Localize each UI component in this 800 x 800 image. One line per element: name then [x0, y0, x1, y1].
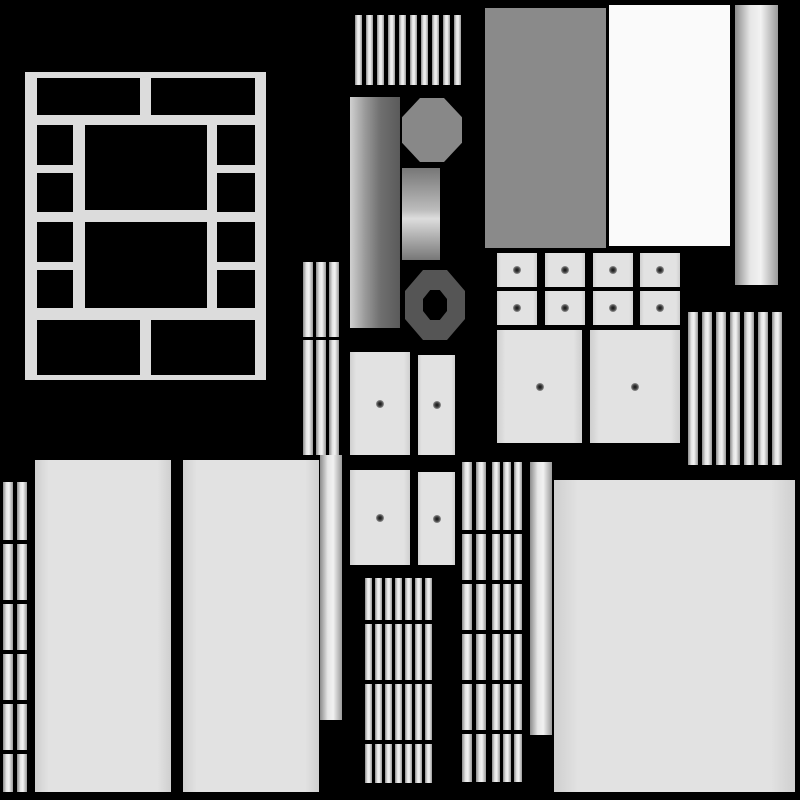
- trim-strip-texture: [410, 15, 417, 85]
- door-panel-texture: [350, 470, 410, 565]
- door-panel-texture: [350, 352, 410, 455]
- wall-panel-texture: [554, 480, 795, 792]
- bracket-texture: [545, 253, 585, 287]
- cylinder-texture: [402, 168, 440, 260]
- trim-strip-texture: [454, 15, 461, 85]
- trim-strip-texture: [735, 5, 778, 285]
- white-panel-texture: [609, 5, 730, 246]
- window-pane: [151, 78, 255, 115]
- trim-strip-texture: [462, 462, 472, 782]
- window-pane: [37, 222, 73, 262]
- trim-strip-texture: [377, 15, 384, 85]
- trim-strip-texture: [366, 15, 373, 85]
- strip-gap: [365, 740, 435, 744]
- trim-strip-texture: [716, 312, 726, 465]
- trim-strip-texture: [702, 312, 712, 465]
- window-pane: [37, 78, 140, 115]
- trim-strip-texture: [388, 15, 395, 85]
- window-pane: [217, 222, 255, 262]
- screw-hole: [432, 401, 441, 409]
- trim-strip-texture: [772, 312, 782, 465]
- bracket-texture: [545, 291, 585, 325]
- strip-gap: [462, 630, 525, 634]
- strip-gap: [3, 600, 30, 604]
- screw-hole: [432, 514, 441, 523]
- strip-gap: [462, 680, 525, 684]
- screw-hole: [561, 266, 569, 274]
- trim-strip-texture: [329, 340, 339, 455]
- strip-gap: [3, 750, 30, 754]
- strip-gap: [462, 530, 525, 534]
- trim-strip-texture: [399, 15, 406, 85]
- window-pane: [37, 270, 73, 308]
- bracket-texture: [593, 291, 633, 325]
- screw-hole: [609, 304, 617, 312]
- trim-strip-texture: [758, 312, 768, 465]
- bracket-texture: [593, 253, 633, 287]
- window-pane: [37, 320, 140, 375]
- door-panel-texture: [590, 330, 680, 443]
- bracket-texture: [497, 291, 537, 325]
- strip-gap: [3, 540, 30, 544]
- trim-strip-texture: [503, 462, 511, 782]
- trim-strip-texture: [730, 312, 740, 465]
- trim-strip-texture: [688, 312, 698, 465]
- trim-strip-texture: [3, 482, 13, 792]
- strip-gap: [3, 650, 30, 654]
- window-pane: [85, 125, 207, 210]
- trim-strip-texture: [303, 340, 313, 455]
- window-pane: [85, 222, 207, 308]
- screw-hole: [631, 382, 639, 391]
- window-pane: [217, 270, 255, 308]
- screw-hole: [609, 266, 617, 274]
- bracket-texture: [640, 253, 680, 287]
- screw-hole: [561, 304, 569, 312]
- screw-hole: [513, 304, 521, 312]
- octagon-hole: [423, 290, 447, 320]
- trim-strip-texture: [514, 462, 522, 782]
- door-panel-texture: [418, 355, 455, 455]
- door-panel-texture: [418, 472, 455, 565]
- trim-strip-texture: [355, 15, 362, 85]
- strip-gap: [365, 620, 435, 624]
- window-pane: [37, 173, 73, 212]
- bracket-texture: [497, 253, 537, 287]
- trim-strip-texture: [492, 462, 500, 782]
- trim-strip-texture: [443, 15, 450, 85]
- window-pane: [37, 125, 73, 165]
- wall-panel-texture: [35, 460, 171, 792]
- trim-strip-texture: [329, 262, 339, 337]
- window-pane: [151, 320, 255, 375]
- trim-strip-texture: [530, 462, 552, 735]
- trim-strip-texture: [303, 262, 313, 337]
- window-pane: [217, 173, 255, 212]
- trim-strip-texture: [432, 15, 439, 85]
- gray-panel-texture: [485, 8, 606, 248]
- cylinder-texture: [350, 97, 400, 328]
- strip-gap: [365, 680, 435, 684]
- trim-strip-texture: [316, 340, 326, 455]
- window-frame-texture: [25, 72, 266, 380]
- window-pane: [217, 125, 255, 165]
- trim-strip-texture: [421, 15, 428, 85]
- screw-hole: [656, 266, 664, 274]
- screw-hole: [376, 399, 384, 408]
- door-panel-texture: [497, 330, 582, 443]
- strip-gap: [462, 580, 525, 584]
- screw-hole: [656, 304, 664, 312]
- octagon-cap-texture: [402, 98, 462, 162]
- trim-strip-texture: [320, 455, 342, 720]
- screw-hole: [535, 382, 544, 391]
- trim-strip-texture: [17, 482, 27, 792]
- wall-panel-texture: [183, 460, 319, 792]
- strip-gap: [462, 730, 525, 734]
- screw-hole: [513, 266, 521, 274]
- screw-hole: [376, 513, 384, 522]
- trim-strip-texture: [476, 462, 486, 782]
- strip-gap: [3, 700, 30, 704]
- trim-strip-texture: [744, 312, 754, 465]
- bracket-texture: [640, 291, 680, 325]
- octagon-cap-texture: [405, 270, 465, 340]
- trim-strip-texture: [316, 262, 326, 337]
